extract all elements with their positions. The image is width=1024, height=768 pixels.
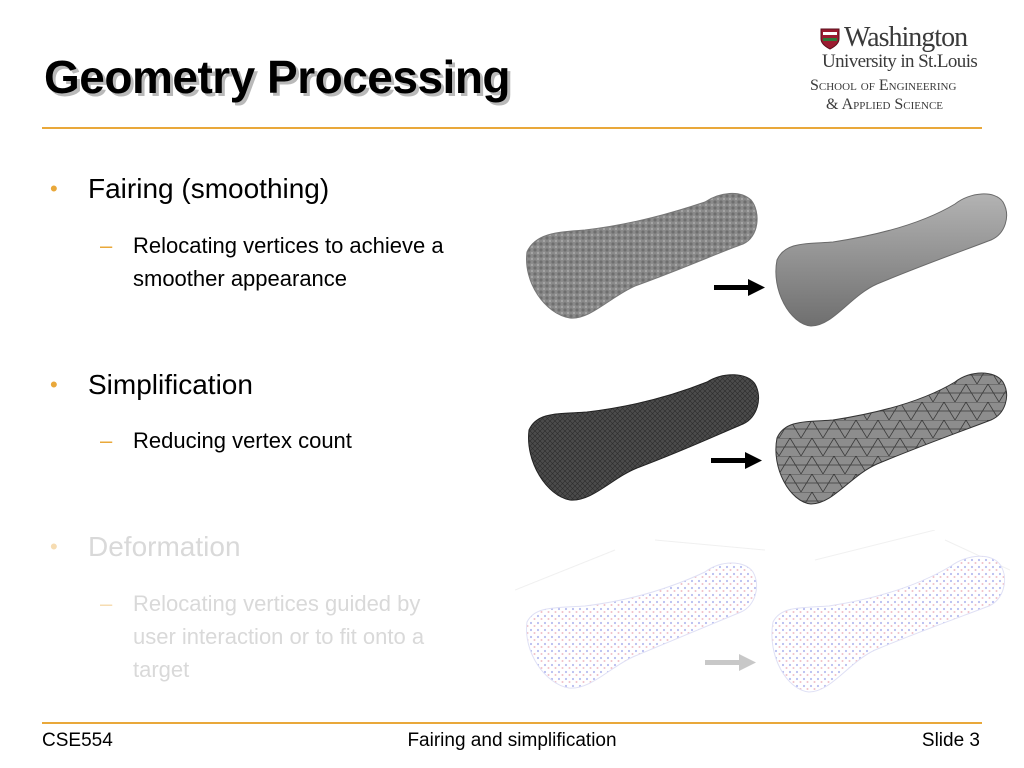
footer-slide-number: Slide 3 <box>921 730 980 751</box>
simplification-illustration <box>528 372 1007 505</box>
logo-line-4: & Applied Science <box>826 96 944 113</box>
right-arrow-icon <box>711 452 762 469</box>
slide-title: Geometry Processing <box>44 51 511 103</box>
point-cloud-bone-source <box>526 562 757 689</box>
university-logo: Washington University in St.Louis School… <box>808 22 988 118</box>
sub-bullet-line: target <box>133 657 190 682</box>
bullet-dot: • <box>50 176 58 201</box>
header-divider <box>42 127 982 129</box>
logo-line-2: University in St.Louis <box>822 51 978 72</box>
sub-bullet-line: user interaction or to fit onto a <box>133 624 425 649</box>
bullet-dot: • <box>50 372 58 397</box>
bullet-dot: • <box>50 534 58 559</box>
dense-mesh-bone-shape <box>528 374 759 501</box>
point-cloud-bone-target <box>771 555 1005 693</box>
sub-bullet-dash: – <box>100 591 113 616</box>
footer-topic: Fairing and simplification <box>407 730 617 751</box>
footer-divider <box>42 722 982 724</box>
sub-bullet-dash: – <box>100 233 113 258</box>
background-lines <box>515 530 1010 591</box>
coarse-mesh-bone-shape <box>775 372 1007 505</box>
sub-bullet-line: Reducing vertex count <box>133 428 352 453</box>
sub-bullet-line: smoother appearance <box>133 266 348 291</box>
smooth-bone-shape <box>775 193 1007 327</box>
sub-bullet-dash: – <box>100 428 113 453</box>
bullet-label: Simplification <box>88 369 253 400</box>
sub-bullet-line: Relocating vertices to achieve a <box>133 233 444 258</box>
logo-line-1: Washington <box>844 22 968 53</box>
rough-bone-shape <box>526 193 758 319</box>
logo-line-3: School of Engineering <box>810 77 957 94</box>
bullet-label: Fairing (smoothing) <box>88 173 330 204</box>
sub-bullet-line: Relocating vertices guided by <box>133 591 421 616</box>
right-arrow-icon <box>714 279 765 296</box>
footer-course: CSE554 <box>42 730 113 751</box>
deformation-illustration <box>515 530 1010 693</box>
bullet-label: Deformation <box>88 531 241 562</box>
fairing-illustration <box>526 193 1007 327</box>
right-arrow-icon <box>705 654 756 671</box>
shield-icon <box>820 28 840 50</box>
